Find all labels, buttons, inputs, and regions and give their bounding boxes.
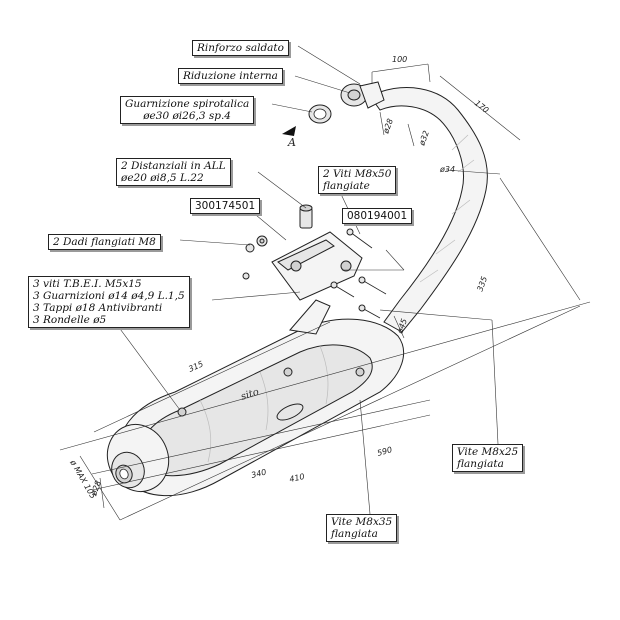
dim-diam34: ø34	[439, 165, 455, 174]
label-vite-m8x25: Vite M8x25 flangiata	[452, 444, 524, 472]
label-code-080194001: 080194001	[342, 208, 413, 224]
mounting-bracket	[271, 204, 363, 301]
label-dadi-flangiati: 2 Dadi flangiati M8	[48, 234, 161, 250]
dim-315: 315	[187, 359, 205, 373]
header-pipe	[369, 87, 488, 333]
dim-170: 170	[473, 98, 491, 115]
muffler-end-cap	[106, 424, 170, 492]
dim-max-105: ø MAX 105	[68, 458, 98, 501]
dim-diam32: ø32	[417, 129, 431, 147]
dimension-lines	[59, 63, 591, 521]
view-letter-a: A	[287, 136, 296, 149]
label-guarnizione-spirotalica: Guarnizione spirotalica øe30 øi26,3 sp.4	[120, 96, 255, 124]
bolts	[242, 228, 387, 319]
brand-mark: sito	[240, 387, 261, 403]
dim-340: 340	[250, 468, 267, 480]
dim-410: 410	[289, 472, 306, 484]
label-viti-m8x50: 2 Viti M8x50 flangiate	[318, 166, 397, 194]
label-distanziali: 2 Distanziali in ALL øe20 øi8,5 L.22	[116, 158, 231, 186]
dim-590: 590	[376, 445, 393, 458]
dim-335: 335	[475, 275, 489, 292]
exhaust-flange	[340, 81, 385, 109]
dim-100: 100	[392, 55, 407, 64]
muffler-body	[116, 299, 405, 497]
label-code-300174501: 300174501	[190, 198, 261, 214]
label-rinforzo-saldato: Rinforzo saldato	[192, 40, 289, 56]
view-arrow-a	[282, 126, 296, 136]
label-riduzione-interna: Riduzione interna	[178, 68, 283, 84]
gasket-ring	[308, 104, 332, 124]
dim-diam28-top: ø28	[381, 117, 395, 135]
label-kit-viti-guarnizioni: 3 viti T.B.E.I. M5x15 3 Guarnizioni ø14 …	[28, 276, 190, 328]
label-vite-m8x35: Vite M8x35 flangiata	[326, 514, 398, 542]
